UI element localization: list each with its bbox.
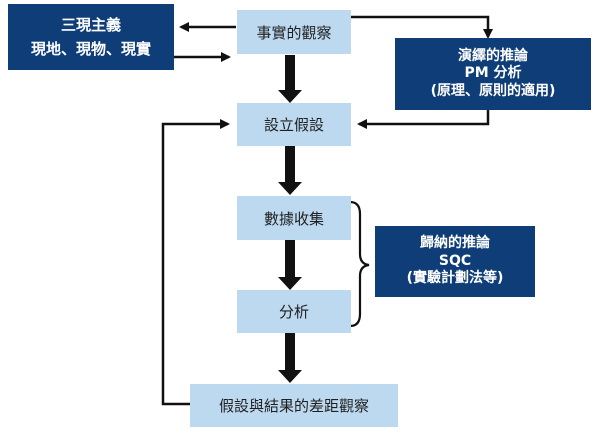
deductive-title: 演繹的推論 (458, 47, 528, 64)
node-data-collection-label: 數據收集 (263, 209, 324, 228)
deductive-reasoning-box: 演繹的推論 PM 分析 (原理、原則的適用) (395, 38, 591, 110)
inductive-reasoning-box: 歸納的推論 SQC (實驗計劃法等) (375, 226, 535, 297)
node-hypothesis-label: 設立假設 (263, 116, 324, 134)
arrow-hypothesis-to-data (278, 146, 302, 195)
deductive-note: (原理、原則的適用) (430, 82, 556, 99)
observation-to-deductive-connector (351, 15, 493, 39)
arrow-observation-to-hypothesis (278, 55, 302, 103)
node-analysis-label: 分析 (278, 303, 309, 321)
node-gap-observation-label: 假設與結果的差距觀察 (218, 397, 369, 415)
three-actuals-connectors (174, 22, 236, 62)
main-flow-arrows (278, 55, 302, 383)
three-actuals-title: 三現主義 (60, 16, 121, 34)
node-observation-label: 事實的觀察 (256, 23, 332, 42)
inductive-title: 歸納的推論 (420, 235, 490, 252)
node-gap-observation: 假設與結果的差距觀察 (190, 384, 398, 427)
arrow-analysis-to-gap (278, 333, 302, 383)
node-analysis: 分析 (237, 290, 351, 333)
inductive-method: SQC (438, 252, 472, 269)
deductive-method: PM 分析 (464, 65, 522, 82)
three-actuals-box: 三現主義 現地、現物、現實 (8, 4, 174, 70)
inductive-brace (349, 200, 370, 328)
node-hypothesis: 設立假設 (237, 103, 351, 146)
deductive-to-hypothesis-connector (357, 110, 490, 129)
inductive-note: (實驗計劃法等) (406, 270, 504, 287)
node-data-collection: 數據收集 (237, 196, 351, 240)
three-actuals-subtitle: 現地、現物、現實 (30, 40, 151, 58)
node-observation: 事實的觀察 (237, 10, 351, 54)
arrow-data-to-analysis (278, 240, 302, 290)
feedback-loop-connector (161, 119, 230, 406)
